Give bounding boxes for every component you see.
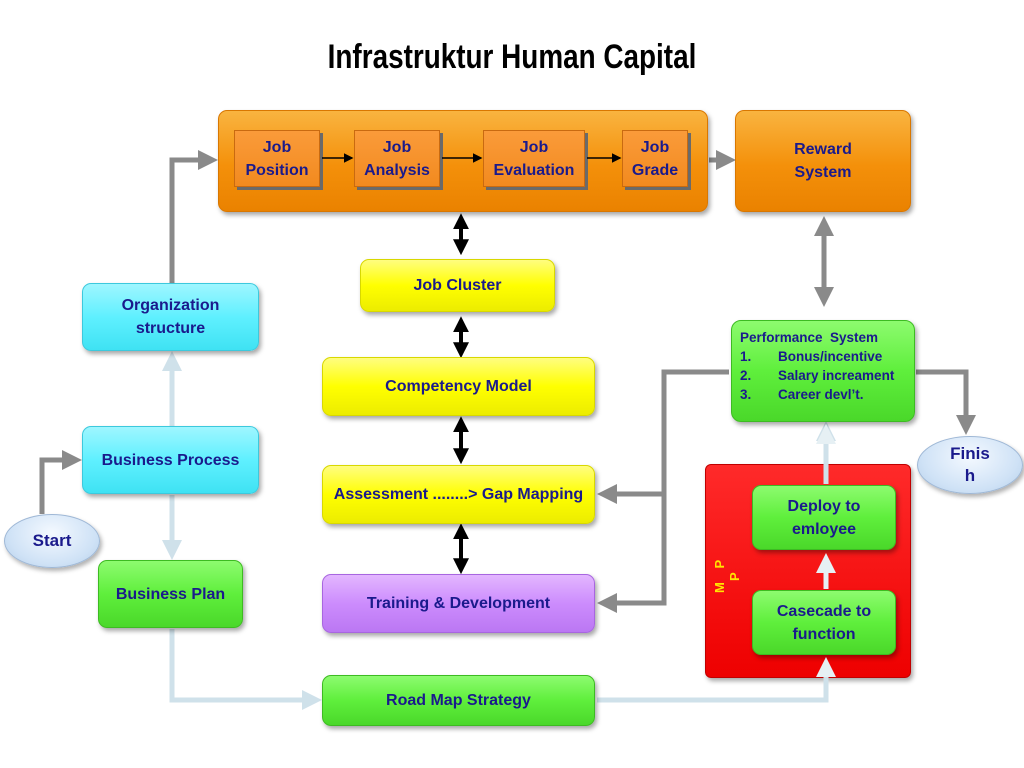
- performance-item: 1.Bonus/incentive: [740, 349, 883, 364]
- performance-system-box[interactable]: Performance System 1.Bonus/incentive 2.S…: [731, 320, 915, 422]
- job-position-box[interactable]: Job Position: [234, 130, 320, 187]
- reward-system-box[interactable]: Reward System: [735, 110, 911, 212]
- training-development-box[interactable]: Training & Development: [322, 574, 595, 633]
- arrow-business-plan-to-road-map: [169, 629, 322, 710]
- business-plan-box[interactable]: Business Plan: [98, 560, 243, 628]
- arrow-organization-to-job-box: [169, 150, 218, 284]
- page-title: Infrastruktur Human Capital: [327, 38, 697, 76]
- start-node[interactable]: Start: [4, 514, 100, 568]
- finish-node[interactable]: Finis h: [917, 436, 1023, 494]
- organization-structure-box[interactable]: Organization structure: [82, 283, 259, 351]
- performance-item: 2.Salary increament: [740, 368, 895, 383]
- performance-list: 1.Bonus/incentive 2.Salary increament 3.…: [740, 347, 906, 404]
- deploy-employee-box[interactable]: Deploy to emloyee: [752, 485, 896, 550]
- arrow-performance-to-training: [597, 494, 667, 613]
- job-analysis-box[interactable]: Job Analysis: [354, 130, 440, 187]
- competency-model-box[interactable]: Competency Model: [322, 357, 595, 416]
- road-map-strategy-box[interactable]: Road Map Strategy: [322, 675, 595, 726]
- mpp-label: M P P: [712, 554, 742, 594]
- arrow-performance-to-assessment: [597, 369, 729, 504]
- performance-heading: Performance System: [740, 330, 879, 345]
- arrow-start-to-business-process: [39, 450, 82, 514]
- job-evaluation-box[interactable]: Job Evaluation: [483, 130, 585, 187]
- arrow-performance-to-finish: [916, 369, 976, 435]
- business-process-box[interactable]: Business Process: [82, 426, 259, 494]
- cascade-function-box[interactable]: Casecade to function: [752, 590, 896, 655]
- job-grade-box[interactable]: Job Grade: [622, 130, 688, 187]
- performance-item: 3.Career devl’t.: [740, 387, 864, 402]
- job-cluster-box[interactable]: Job Cluster: [360, 259, 555, 312]
- assessment-gap-box[interactable]: Assessment ........> Gap Mapping: [322, 465, 595, 524]
